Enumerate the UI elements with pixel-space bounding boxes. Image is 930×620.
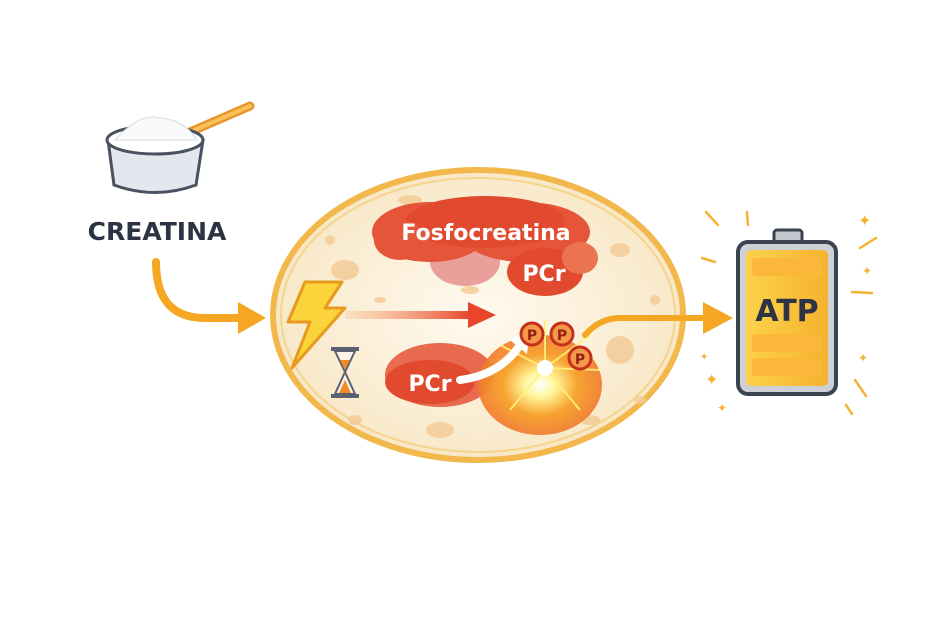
phosphate-circle: P xyxy=(519,321,545,347)
phosphate-circle: P xyxy=(549,321,575,347)
svg-text:P: P xyxy=(527,328,537,344)
phosphocreatine-cloud xyxy=(372,196,598,296)
svg-text:✦: ✦ xyxy=(705,370,718,389)
lightning-bolt-icon xyxy=(286,280,347,370)
atp-battery-icon: ✦ ✦ ✦ ✦ ✦ ✦ xyxy=(700,210,878,416)
atp-label: ATP xyxy=(755,294,818,329)
energy-arrow xyxy=(345,302,496,328)
creatine-to-cell-arrow xyxy=(152,258,266,334)
pcr-bottom-label: PCr xyxy=(408,372,451,397)
creatine-powder-bowl-icon xyxy=(105,101,255,194)
phosphate-circle: P xyxy=(567,345,593,371)
svg-text:✦: ✦ xyxy=(862,264,872,278)
hourglass-icon xyxy=(331,347,359,398)
svg-text:✦: ✦ xyxy=(858,351,868,365)
phosphocreatine-label: Fosfocreatina xyxy=(401,221,570,246)
svg-text:✦: ✦ xyxy=(858,211,871,230)
svg-text:P: P xyxy=(575,352,585,368)
creatine-label: CREATINA xyxy=(88,217,227,246)
svg-text:✦: ✦ xyxy=(717,401,727,415)
pcr-cloud xyxy=(385,343,495,407)
cell-to-atp-arrow xyxy=(582,302,733,338)
phosphate-group: P P P xyxy=(519,321,593,371)
svg-text:P: P xyxy=(557,328,567,344)
pcr-top-label: PCr xyxy=(522,262,565,287)
svg-text:✦: ✦ xyxy=(700,352,708,363)
